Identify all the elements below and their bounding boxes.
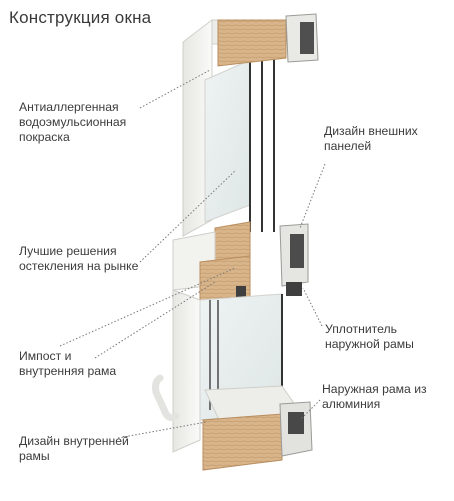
- label-external-panels: Дизайн внешних панелей: [324, 124, 418, 153]
- leader-antiallergenic: [139, 69, 211, 109]
- lower-sash: [152, 289, 313, 471]
- page-title: Конструкция окна: [9, 8, 152, 27]
- label-aluminum-frame: Наружная рама из алюминия: [322, 382, 427, 411]
- leader-impost: [94, 281, 216, 359]
- label-impost: Импост и внутренняя рама: [19, 349, 117, 378]
- leader-glazing: [139, 169, 237, 263]
- label-outer-frame-seal: Уплотнитель наружной рамы: [325, 322, 414, 351]
- label-glazing: Лучшие решения остекления на рынке: [19, 244, 139, 273]
- leader-aluminum: [299, 399, 321, 421]
- label-antiallergenic-paint: Антиаллергенная водоэмульсионная покраск…: [19, 100, 127, 144]
- leader-external-panels: [299, 163, 326, 229]
- leader-inner-frame: [117, 421, 207, 439]
- leader-seal: [302, 287, 323, 327]
- label-inner-frame-design: Дизайн внутренней рамы: [19, 434, 129, 463]
- impost-section: [172, 231, 251, 309]
- upper-sash: [182, 13, 319, 296]
- leader-impost-2: [59, 267, 236, 347]
